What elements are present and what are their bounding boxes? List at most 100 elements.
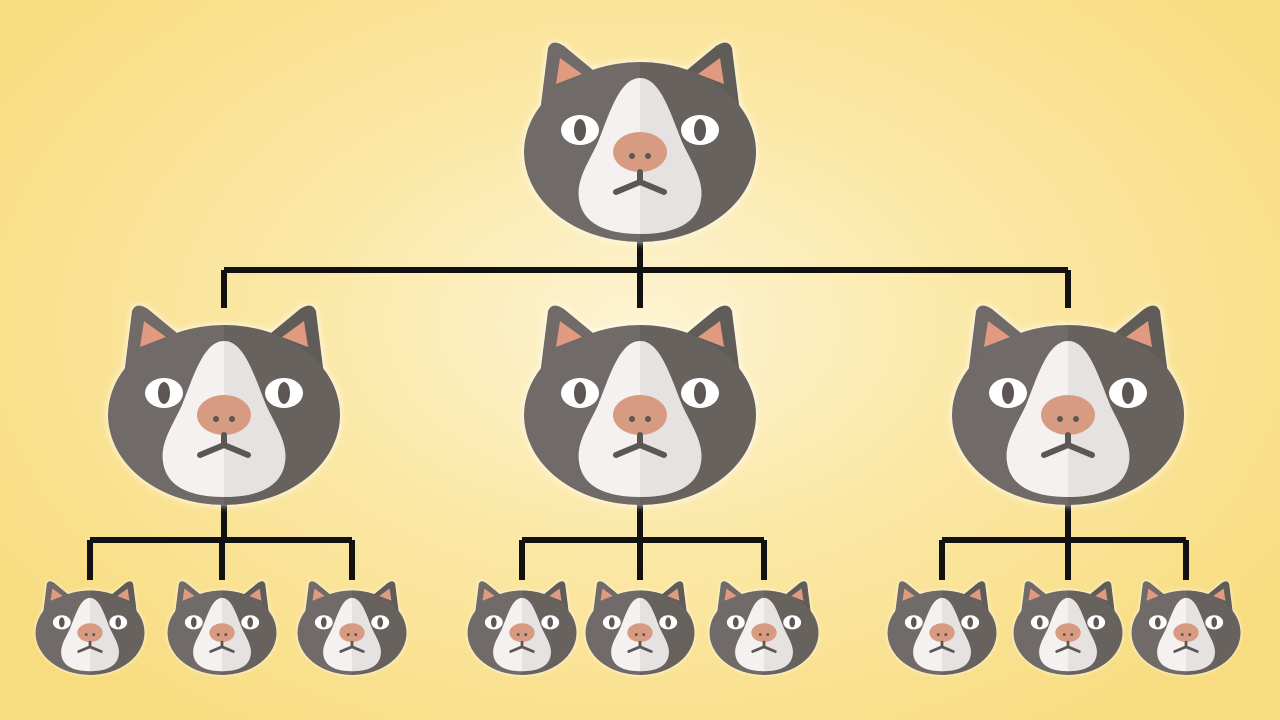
cat-left-pupil xyxy=(732,617,739,628)
cat-mouth xyxy=(209,640,235,653)
cat-right-nostril xyxy=(92,633,96,636)
cat-nose xyxy=(77,623,103,643)
cat-right-pupil xyxy=(967,617,974,628)
cat-nose xyxy=(627,623,653,643)
level3-cat-node-2-1 xyxy=(467,581,577,675)
cat-right-nostril xyxy=(224,633,228,636)
cat-muzzle-shade xyxy=(764,597,793,672)
cat-left-nostril xyxy=(84,633,88,636)
level3-cat-node-3-1 xyxy=(887,581,997,675)
cat-right-inner-ear xyxy=(698,321,724,347)
level2-cat-node-1 xyxy=(108,305,340,505)
cat-left-nostril xyxy=(1057,416,1063,422)
cat-right-nostril xyxy=(645,416,651,422)
cat-right-nostril xyxy=(229,416,235,422)
cat-left-nostril xyxy=(346,633,350,636)
cat-muzzle-shade xyxy=(224,341,286,497)
cat-left-pupil xyxy=(320,617,327,628)
cat-muzzle-shade xyxy=(352,597,381,672)
cat-muzzle-shade xyxy=(640,78,702,234)
cat-left-inner-ear xyxy=(724,588,737,601)
cat-nose xyxy=(1041,395,1095,435)
cat-mouth xyxy=(77,640,103,653)
cat-left-nostril xyxy=(629,153,635,159)
cat-mouth xyxy=(1041,432,1095,458)
cat-left-pupil xyxy=(1036,617,1043,628)
cat-left-inner-ear xyxy=(984,321,1010,347)
cat-right-inner-ear xyxy=(282,321,308,347)
cat-right-pupil xyxy=(1211,617,1218,628)
cat-right-inner-ear xyxy=(698,58,724,84)
cat-right-inner-ear xyxy=(969,588,982,601)
cat-left-nostril xyxy=(629,416,635,422)
cat-right-inner-ear xyxy=(117,588,130,601)
cat-right-nostril xyxy=(645,153,651,159)
cat-muzzle-shade xyxy=(1068,597,1097,672)
cat-right-inner-ear xyxy=(549,588,562,601)
cat-nose xyxy=(1055,623,1081,643)
cat-nose xyxy=(339,623,365,643)
cat-left-nostril xyxy=(936,633,940,636)
cat-right-nostril xyxy=(1073,416,1079,422)
cat-muzzle-shade xyxy=(222,597,251,672)
cat-left-pupil xyxy=(608,617,615,628)
cat-right-nostril xyxy=(1188,633,1192,636)
level3-cat-node-1-3 xyxy=(297,581,407,675)
cat-left-nostril xyxy=(213,416,219,422)
cat-nose xyxy=(751,623,777,643)
cat-right-nostril xyxy=(524,633,528,636)
cat-right-nostril xyxy=(642,633,646,636)
cat-left-inner-ear xyxy=(556,58,582,84)
cat-mouth xyxy=(627,640,653,653)
cat-right-pupil xyxy=(115,617,122,628)
cat-nodes xyxy=(35,42,1241,675)
cat-mouth xyxy=(929,640,955,653)
cat-right-pupil xyxy=(278,382,290,404)
cat-right-inner-ear xyxy=(1213,588,1226,601)
level3-cat-node-3-3 xyxy=(1131,581,1241,675)
cat-left-inner-ear xyxy=(140,321,166,347)
cat-left-inner-ear xyxy=(312,588,325,601)
cat-left-nostril xyxy=(634,633,638,636)
level2-cat-node-3 xyxy=(952,305,1184,505)
cat-right-nostril xyxy=(766,633,770,636)
cat-mouth xyxy=(613,432,667,458)
level3-cat-node-3-2 xyxy=(1013,581,1123,675)
cat-muzzle-shade xyxy=(942,597,971,672)
cat-right-pupil xyxy=(1122,382,1134,404)
cat-right-pupil xyxy=(1093,617,1100,628)
cat-nose xyxy=(929,623,955,643)
cat-left-nostril xyxy=(516,633,520,636)
cat-left-pupil xyxy=(574,382,586,404)
cat-right-pupil xyxy=(694,119,706,141)
cat-left-pupil xyxy=(58,617,65,628)
cat-mouth xyxy=(613,169,667,195)
cat-right-pupil xyxy=(665,617,672,628)
cat-right-inner-ear xyxy=(379,588,392,601)
cat-nose xyxy=(613,395,667,435)
cat-right-pupil xyxy=(377,617,384,628)
cat-left-pupil xyxy=(910,617,917,628)
cat-right-inner-ear xyxy=(249,588,262,601)
cat-left-pupil xyxy=(1002,382,1014,404)
cat-mouth xyxy=(509,640,535,653)
cat-right-inner-ear xyxy=(667,588,680,601)
cat-left-pupil xyxy=(158,382,170,404)
cat-left-pupil xyxy=(490,617,497,628)
cat-left-inner-ear xyxy=(482,588,495,601)
level3-cat-node-2-3 xyxy=(709,581,819,675)
cat-muzzle-shade xyxy=(640,597,669,672)
level2-cat-node-2 xyxy=(524,305,756,505)
cat-left-inner-ear xyxy=(1028,588,1041,601)
cat-mouth xyxy=(339,640,365,653)
level3-cat-node-1-2 xyxy=(167,581,277,675)
cat-right-nostril xyxy=(354,633,358,636)
cat-right-pupil xyxy=(547,617,554,628)
cat-left-inner-ear xyxy=(600,588,613,601)
cat-right-pupil xyxy=(789,617,796,628)
cat-left-inner-ear xyxy=(182,588,195,601)
cat-mouth xyxy=(1055,640,1081,653)
cat-mouth xyxy=(197,432,251,458)
